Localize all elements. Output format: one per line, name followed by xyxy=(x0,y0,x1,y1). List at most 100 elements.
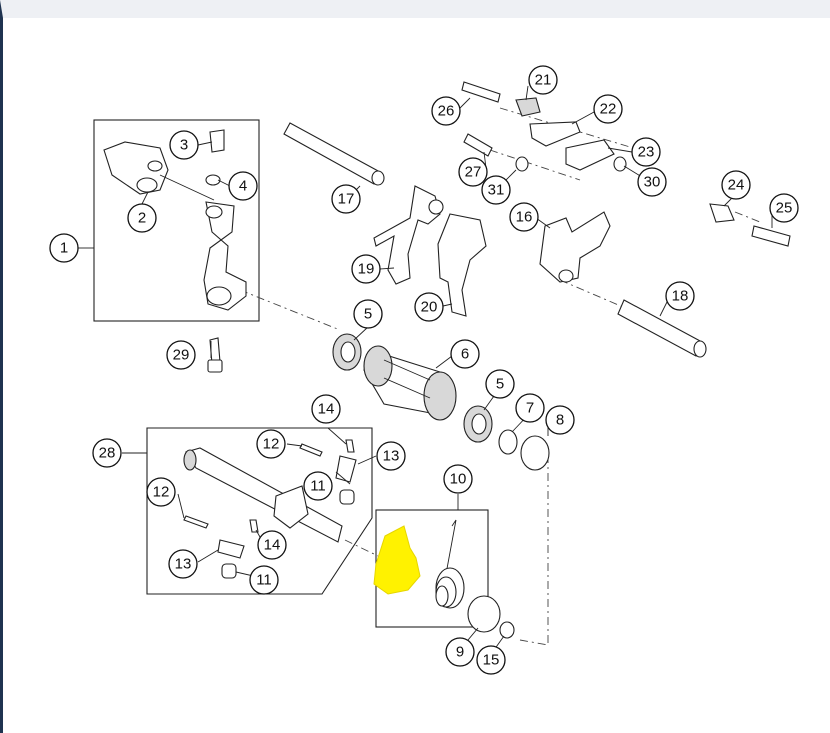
callout-24: 24 xyxy=(721,170,751,200)
callout-11-upper: 11 xyxy=(303,471,333,501)
leader-lines xyxy=(78,85,773,651)
bearing-part-21 xyxy=(515,97,541,117)
callout-label: 1 xyxy=(60,240,68,257)
callout-18: 18 xyxy=(665,281,695,311)
callout-4: 4 xyxy=(228,171,258,201)
callout-10: 10 xyxy=(443,464,473,494)
callout-15: 15 xyxy=(476,645,506,675)
callout-label: 24 xyxy=(728,177,745,194)
callout-label: 30 xyxy=(644,174,661,191)
callout-12-upper: 12 xyxy=(256,429,286,459)
callout-label: 13 xyxy=(383,448,400,465)
callout-29: 29 xyxy=(166,340,196,370)
callout-17: 17 xyxy=(331,184,361,214)
callout-label: 6 xyxy=(461,346,469,363)
shift-drum-part-6 xyxy=(363,345,457,421)
rod-part-17 xyxy=(283,122,381,185)
center-line-shift-drum xyxy=(239,289,341,331)
callout-27: 27 xyxy=(458,157,488,187)
center-line-bottom xyxy=(519,639,549,646)
callout-7: 7 xyxy=(515,393,545,423)
callout-label: 7 xyxy=(526,400,534,417)
callout-12-lower: 12 xyxy=(146,477,176,507)
callout-label: 5 xyxy=(496,376,504,393)
rod-part-18 xyxy=(617,299,703,357)
pin-part-12-a xyxy=(299,443,323,457)
callout-label: 21 xyxy=(535,72,552,89)
bearing-part-5-right xyxy=(463,405,493,443)
clip-part-13-b xyxy=(217,539,245,559)
callout-label: 19 xyxy=(358,261,375,278)
callout-label: 2 xyxy=(138,210,146,227)
washer-part-8 xyxy=(520,435,550,471)
shift-fork-part-19 xyxy=(373,185,441,285)
bolt-part-26 xyxy=(461,81,501,103)
callout-26: 26 xyxy=(431,96,461,126)
shift-fork-hole-16 xyxy=(558,269,574,283)
callout-label: 28 xyxy=(99,445,116,462)
callout-30: 30 xyxy=(637,167,667,197)
callout-label: 18 xyxy=(672,288,689,305)
pin-part-3 xyxy=(209,129,225,153)
roller-part-11-b xyxy=(221,563,237,579)
link-part-22 xyxy=(529,121,581,147)
bolt-head-29 xyxy=(207,359,223,373)
callout-23: 23 xyxy=(631,137,661,167)
callout-label: 17 xyxy=(338,191,355,208)
washer-part-31 xyxy=(515,156,529,172)
assembly-box-28 xyxy=(146,427,373,595)
center-line-rod-18 xyxy=(559,279,631,311)
bolt-part-27 xyxy=(463,133,493,157)
callout-5-right: 5 xyxy=(485,369,515,399)
callout-label: 23 xyxy=(638,144,655,161)
callout-label: 10 xyxy=(450,471,467,488)
spring-part-10 xyxy=(435,519,465,609)
callout-label: 22 xyxy=(600,101,617,118)
callout-1: 1 xyxy=(49,233,79,263)
callout-21: 21 xyxy=(528,65,558,95)
spring-part-14-b xyxy=(249,519,259,533)
callout-label: 26 xyxy=(438,103,455,120)
callout-label: 4 xyxy=(239,178,247,195)
callout-8: 8 xyxy=(545,405,575,435)
washer-part-15 xyxy=(499,621,515,639)
washer-part-9 xyxy=(467,595,501,633)
callout-label: 14 xyxy=(318,401,335,418)
rod-end-18 xyxy=(693,340,707,358)
spring-part-14-a xyxy=(345,439,355,453)
callout-label: 29 xyxy=(173,347,190,364)
callout-22: 22 xyxy=(593,94,623,124)
center-line-bolt-25 xyxy=(734,211,761,223)
washer-part-4 xyxy=(205,174,221,186)
rod-end-17 xyxy=(371,170,385,186)
callout-label: 13 xyxy=(175,556,192,573)
callout-label: 3 xyxy=(180,137,188,154)
callout-label: 16 xyxy=(516,209,533,226)
callout-11-lower: 11 xyxy=(249,565,279,595)
callout-label: 27 xyxy=(465,164,482,181)
callout-label: 5 xyxy=(364,306,372,323)
clip-part-13-a xyxy=(335,455,357,483)
callout-14-upper: 14 xyxy=(311,394,341,424)
callout-13-left: 13 xyxy=(168,549,198,579)
shift-fork-part-20 xyxy=(437,213,487,317)
callout-label: 11 xyxy=(310,478,326,495)
callout-label: 12 xyxy=(263,436,280,453)
callout-19: 19 xyxy=(351,254,381,284)
shift-lever-part xyxy=(103,141,247,311)
callout-label: 20 xyxy=(421,299,438,316)
callout-14-lower: 14 xyxy=(257,530,287,560)
callout-25: 25 xyxy=(769,193,799,223)
washer-part-30 xyxy=(613,156,627,172)
shift-arm-part-10-highlighted xyxy=(373,525,421,595)
callout-label: 15 xyxy=(483,652,500,669)
nut-part-24 xyxy=(709,203,735,223)
shift-shaft-part-28 xyxy=(183,447,343,543)
shift-fork-hole-19 xyxy=(428,199,444,215)
callout-31: 31 xyxy=(481,175,511,205)
callout-5-left: 5 xyxy=(353,299,383,329)
washer-part-7 xyxy=(498,429,518,455)
callout-label: 11 xyxy=(256,572,272,589)
link-part-23 xyxy=(565,139,615,171)
